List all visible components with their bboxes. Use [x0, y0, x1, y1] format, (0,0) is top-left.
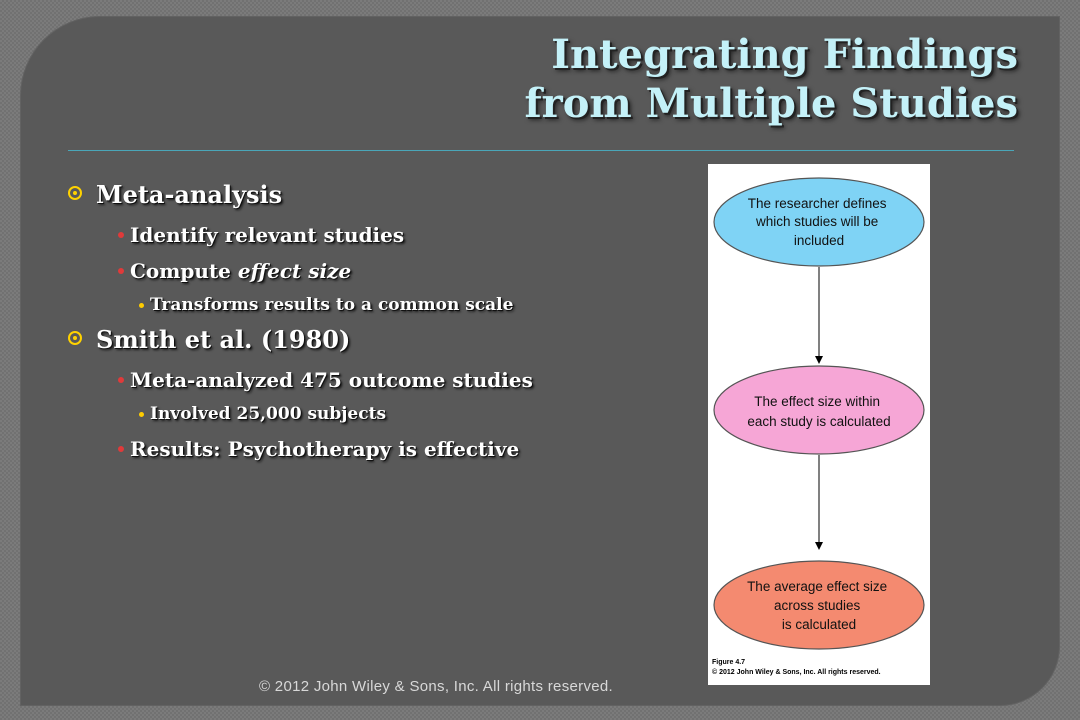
bullet-text: Meta-analysis [96, 180, 283, 209]
sub-sub-bullet-text: Transforms results to a common scale [150, 295, 514, 315]
sub-bullet-text-prefix: Compute [130, 259, 238, 283]
footer-copyright: © 2012 John Wiley & Sons, Inc. All right… [258, 678, 613, 695]
step2-line-2: each study is calculated [747, 414, 890, 429]
dot-bullet-icon [139, 412, 144, 417]
title-divider [68, 150, 1014, 151]
sub-bullet-identify-studies: Identify relevant studies [68, 220, 538, 250]
bullet-list: Meta-analysis Identify relevant studies … [68, 180, 538, 470]
bullet-text: Smith et al. (1980) [96, 325, 351, 354]
sub-sub-bullet-common-scale: Transforms results to a common scale [68, 292, 538, 319]
sub-bullet-text: Meta-analyzed 475 outcome studies [130, 368, 533, 392]
step1-line-1: The researcher defines [748, 196, 887, 211]
step1-ellipse [713, 177, 925, 267]
flowchart-svg: The researcher defines which studies wil… [713, 177, 925, 650]
target-bullet-icon [68, 186, 82, 200]
sub-sub-bullet-text: Involved 25,000 subjects [150, 404, 387, 424]
target-bullet-icon [68, 331, 82, 345]
bullet-smith-1980: Smith et al. (1980) [68, 325, 538, 355]
step3-line-2: across studies [774, 598, 861, 613]
bullet-meta-analysis: Meta-analysis [68, 180, 538, 210]
figure-caption: Figure 4.7 © 2012 John Wiley & Sons, Inc… [712, 658, 928, 678]
step2-ellipse [713, 365, 925, 455]
sub-bullet-text-italic: effect size [237, 259, 352, 283]
figure-caption-label: Figure 4.7 [712, 659, 746, 666]
dot-bullet-icon [118, 377, 124, 383]
step3-line-3: is calculated [782, 617, 856, 632]
svg-text:The effect size within e: The effect size within each study is cal… [747, 394, 890, 429]
step1-line-3: included [794, 233, 844, 248]
step3-ellipse [713, 560, 925, 650]
step2-line-1: The effect size within [754, 394, 880, 409]
sub-bullet-text: Identify relevant studies [130, 223, 405, 247]
sub-bullet-results: Results: Psychotherapy is effective [68, 434, 538, 464]
dot-bullet-icon [118, 446, 124, 452]
slide-title-line-2: from Multiple Studies [524, 80, 1018, 127]
svg-text:The average effect size: The average effect size across studies i… [747, 579, 891, 632]
flowchart-figure: The researcher defines which studies wil… [708, 164, 930, 685]
step1-line-2: which studies will be [755, 214, 878, 229]
sub-bullet-meta-analyzed: Meta-analyzed 475 outcome studies [68, 365, 538, 395]
sub-bullet-text: Results: Psychotherapy is effective [130, 437, 520, 461]
slide-title-line-1: Integrating Findings [551, 31, 1018, 78]
slide-title: Integrating Findings from Multiple Studi… [398, 30, 1018, 128]
figure-caption-copyright: © 2012 John Wiley & Sons, Inc. All right… [712, 669, 881, 676]
sub-bullet-compute-effect-size: Compute effect size [68, 256, 538, 286]
dot-bullet-icon [118, 232, 124, 238]
dot-bullet-icon [139, 303, 144, 308]
sub-sub-bullet-subjects: Involved 25,000 subjects [68, 401, 538, 428]
svg-text:The researcher defines w: The researcher defines which studies wil… [748, 196, 891, 248]
step3-line-1: The average effect size [747, 579, 887, 594]
dot-bullet-icon [118, 268, 124, 274]
